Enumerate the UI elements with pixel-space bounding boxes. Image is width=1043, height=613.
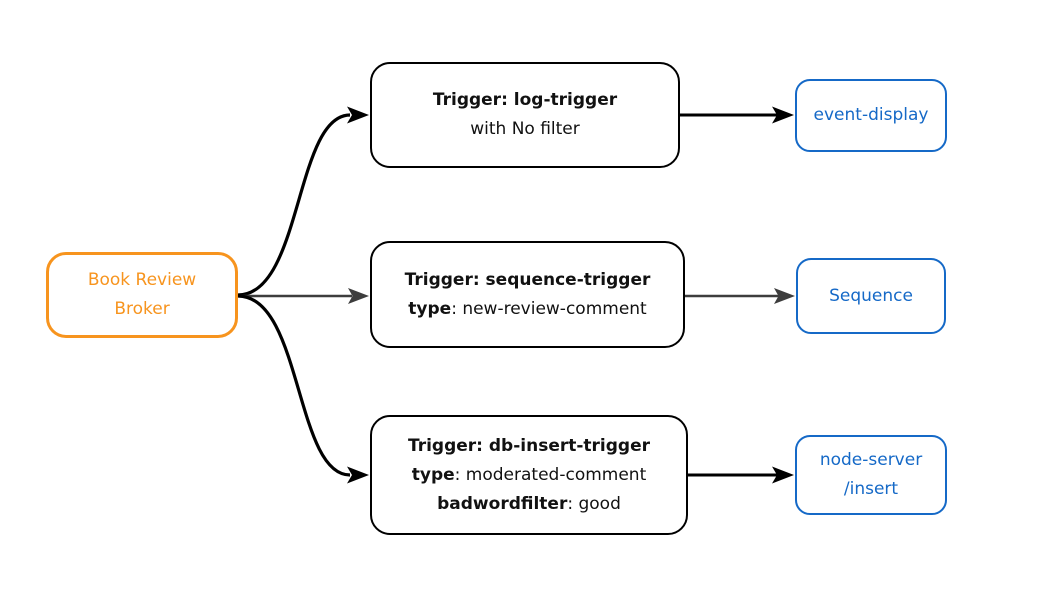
trigger-detail-value: with No filter (470, 119, 580, 139)
trigger-node-log-trigger: Trigger: log-trigger with No filter (370, 62, 680, 168)
trigger-detail-line: with No filter (470, 115, 580, 144)
broker-label-line1: Book Review (87, 270, 197, 290)
sink-node-event-display: event-display (795, 79, 947, 152)
trigger-detail-value: : moderated-comment (454, 464, 647, 485)
trigger-detail-key: type (408, 298, 452, 319)
sink-node-node-server-insert: node-server /insert (795, 435, 947, 515)
trigger-node-sequence-trigger: Trigger: sequence-trigger type: new-revi… (370, 241, 685, 348)
trigger-title: Trigger: log-trigger (432, 90, 618, 110)
arrowhead-log-trigger-to-event-display (772, 106, 794, 124)
arrowhead-broker-to-log-trigger (347, 106, 369, 124)
trigger-detail-key: type (411, 464, 455, 485)
sink-label: event-display (813, 105, 929, 125)
trigger-detail-line: type: moderated-comment (412, 461, 647, 490)
trigger-title: Trigger: db-insert-trigger (407, 435, 651, 456)
trigger-node-db-insert-trigger: Trigger: db-insert-trigger type: moderat… (370, 415, 688, 535)
sink-label-line2: /insert (843, 479, 899, 499)
arrow-broker-to-db-insert-trigger (237, 294, 351, 477)
sink-label: Sequence (829, 285, 913, 306)
trigger-detail-line: type: new-review-comment (408, 295, 646, 324)
arrow-broker-to-log-trigger (237, 113, 351, 297)
trigger-detail-key: badwordfilter (437, 493, 568, 514)
trigger-title: Trigger: sequence-trigger (404, 269, 651, 290)
arrowhead-broker-to-db-insert-trigger (347, 466, 369, 484)
arrowhead-broker-to-sequence-trigger (348, 288, 369, 304)
sink-label-line1: node-server (819, 450, 923, 470)
sink-node-sequence: Sequence (796, 258, 946, 334)
broker-label-line2: Broker (114, 299, 170, 319)
arrowhead-db-insert-trigger-to-node-server (772, 466, 794, 484)
trigger-detail-line: badwordfilter: good (437, 490, 621, 519)
arrowhead-sequence-trigger-to-sequence (774, 288, 795, 304)
trigger-detail-value: : new-review-comment (451, 298, 647, 319)
trigger-detail-value: : good (567, 493, 621, 514)
broker-node: Book Review Broker (46, 252, 238, 338)
